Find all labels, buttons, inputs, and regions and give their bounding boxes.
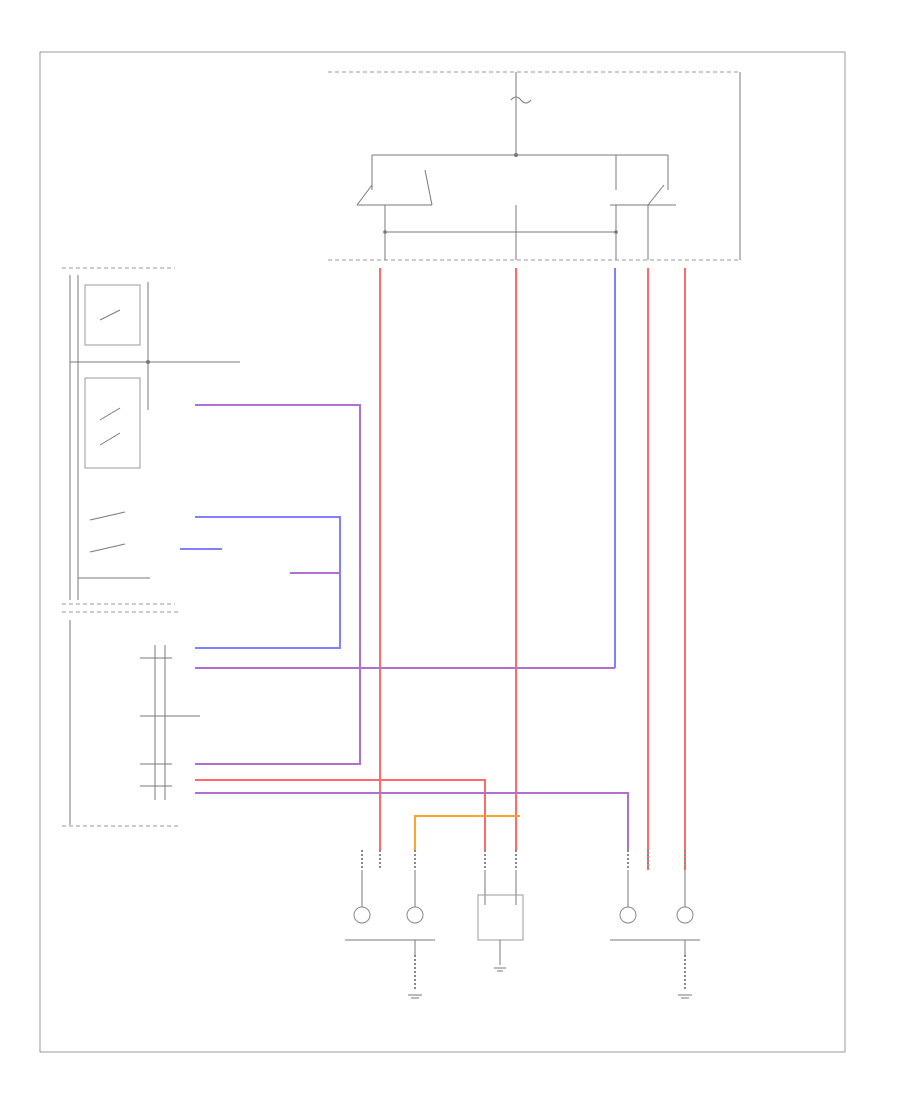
relay-switch-left (356, 184, 373, 206)
left-lamp-group (345, 870, 435, 990)
combination-switch (62, 267, 240, 605)
left-parking-bulb (406, 906, 424, 924)
right-headlight-bulb (676, 906, 694, 924)
lamp-connectors (361, 850, 686, 870)
left-ground-icon (408, 994, 422, 999)
left-headlight-bulb (353, 906, 371, 924)
relay-switch-right (647, 184, 665, 206)
wire-red-lower (195, 779, 486, 850)
daytime-resistor (477, 870, 524, 965)
relay-box (328, 71, 741, 261)
wire-blue-2 (195, 516, 341, 649)
wire-purple-lower (195, 792, 629, 850)
control-unit (62, 611, 200, 827)
right-ground-icon (678, 994, 692, 999)
wire-orange (414, 815, 520, 850)
right-lamp-group (610, 870, 700, 990)
center-ground-icon (494, 967, 506, 972)
fuse-icon (510, 96, 532, 104)
lighting-switch (84, 377, 141, 469)
diagram-frame (39, 51, 846, 1053)
dimmer-switch (84, 284, 141, 346)
right-parking-bulb (619, 906, 637, 924)
wire-purple-1 (195, 404, 361, 765)
